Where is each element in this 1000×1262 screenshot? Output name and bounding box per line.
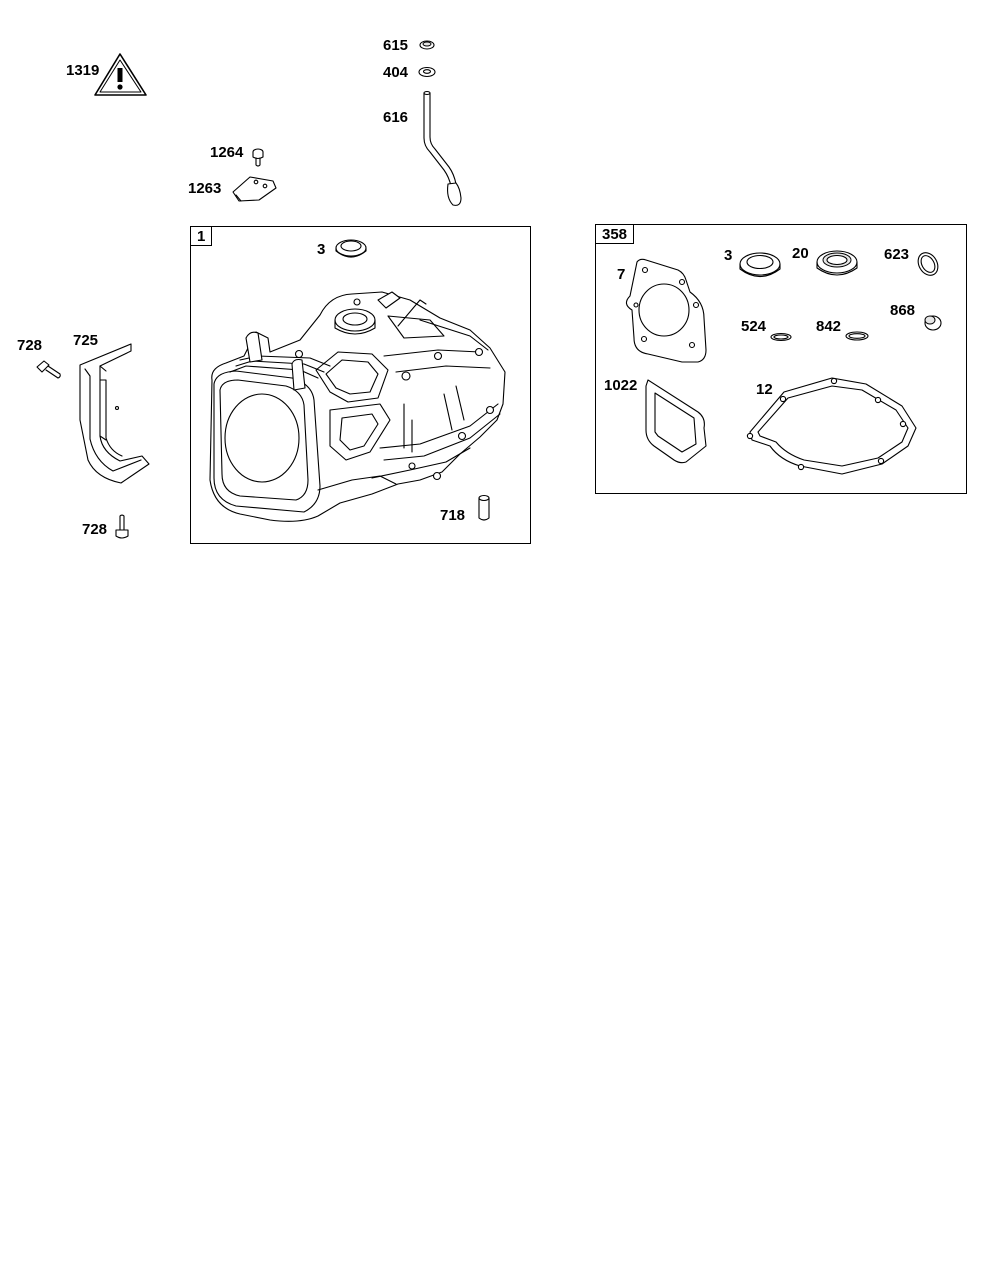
part-1264-screw [252,148,264,167]
part-524-o-ring [770,332,792,342]
callout-1022: 1022 [604,377,638,394]
callout-12: 12 [756,381,773,398]
part-7-head-gasket [625,258,707,363]
gasket-kit-group-tag: 358 [595,224,635,244]
engine-block-drawing [209,291,506,522]
callout-7: 7 [617,266,626,283]
short-block-group-box: 1 [190,226,531,544]
callout-728-top: 728 [17,337,43,354]
callout-725: 725 [73,332,99,349]
callout-1319: 1319 [66,62,100,79]
part-20-seal [816,250,858,276]
part-1263-bracket [232,176,277,202]
callout-3-block: 3 [317,241,326,258]
part-3-seal-block [335,239,367,258]
callout-718: 718 [440,507,466,524]
callout-616: 616 [383,109,409,126]
part-1022-gasket [645,379,707,464]
callout-1263: 1263 [188,180,222,197]
part-718-dowel-pin [478,494,490,521]
part-623-o-ring [917,252,939,276]
part-728-bolt-top [36,360,61,379]
callout-615: 615 [383,37,409,54]
callout-623: 623 [884,246,910,263]
part-725-shield [79,343,150,484]
part-3-seal-kit [739,252,781,278]
part-615-cap [419,40,435,50]
callout-728-bottom: 728 [82,521,108,538]
warning-triangle-icon [94,53,147,96]
callout-1264: 1264 [210,144,244,161]
gasket-kit-group-box: 358 [595,224,967,494]
part-616-dipstick-tube [423,90,462,206]
callout-20: 20 [792,245,809,262]
callout-404: 404 [383,64,409,81]
part-842-o-ring [845,331,869,341]
part-404-washer [418,66,436,78]
short-block-group-tag: 1 [190,226,213,246]
callout-842: 842 [816,318,842,335]
callout-3-kit: 3 [724,247,733,264]
callout-868: 868 [890,302,916,319]
part-868-plug [924,315,942,331]
callout-524: 524 [741,318,767,335]
part-12-crankcase-gasket [746,377,917,475]
part-728-bolt-bottom [115,514,129,539]
